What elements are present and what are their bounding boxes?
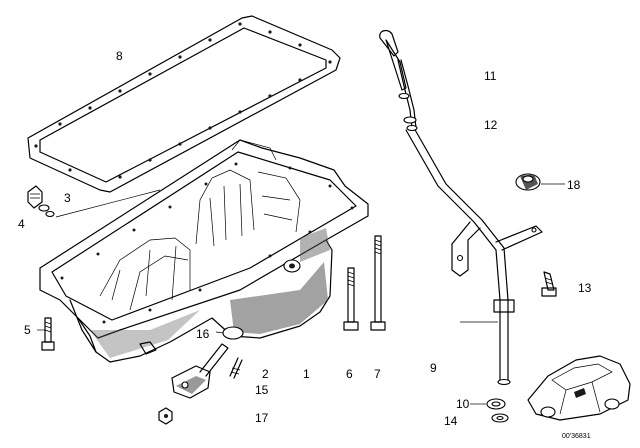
diagram-code: 00'36831 bbox=[562, 433, 591, 440]
bolt-6 bbox=[343, 267, 359, 331]
sealing-rings bbox=[486, 398, 509, 423]
label-12: 12 bbox=[484, 118, 498, 132]
label-7: 7 bbox=[374, 367, 381, 381]
sensor-clip bbox=[229, 357, 243, 379]
label-15: 15 bbox=[255, 383, 269, 397]
label-11: 11 bbox=[484, 69, 497, 83]
oil-pan-gasket bbox=[27, 15, 341, 193]
hex-nut-17 bbox=[158, 407, 173, 425]
label-8: 8 bbox=[116, 49, 123, 63]
label-13: 13 bbox=[578, 281, 592, 295]
grommet-18 bbox=[515, 173, 541, 191]
label-3: 3 bbox=[64, 191, 71, 205]
o-ring-16 bbox=[222, 326, 244, 340]
label-1: 1 bbox=[303, 367, 310, 381]
drain-plug bbox=[27, 185, 55, 218]
dipstick-guide-tube bbox=[405, 127, 543, 386]
label-6: 6 bbox=[346, 367, 353, 381]
label-5: 5 bbox=[24, 323, 31, 337]
car-thumbnail bbox=[527, 355, 631, 421]
bolt-7 bbox=[370, 235, 386, 331]
oil-pan bbox=[39, 139, 369, 363]
label-18: 18 bbox=[567, 178, 581, 192]
bolt-13 bbox=[541, 271, 557, 297]
label-2: 2 bbox=[262, 367, 269, 381]
bolt-5 bbox=[41, 317, 55, 351]
label-17: 17 bbox=[255, 411, 269, 425]
oil-level-sensor bbox=[171, 343, 229, 399]
leader-line bbox=[55, 189, 161, 218]
callout-labels: 8 3 4 5 16 2 15 17 1 6 7 9 10 14 11 12 1… bbox=[18, 49, 592, 428]
leader-line bbox=[215, 331, 224, 334]
label-10: 10 bbox=[456, 397, 470, 411]
dipstick bbox=[379, 29, 418, 132]
label-4: 4 bbox=[18, 217, 25, 231]
label-14: 14 bbox=[444, 414, 458, 428]
label-9: 9 bbox=[430, 361, 437, 375]
label-16: 16 bbox=[196, 327, 210, 341]
